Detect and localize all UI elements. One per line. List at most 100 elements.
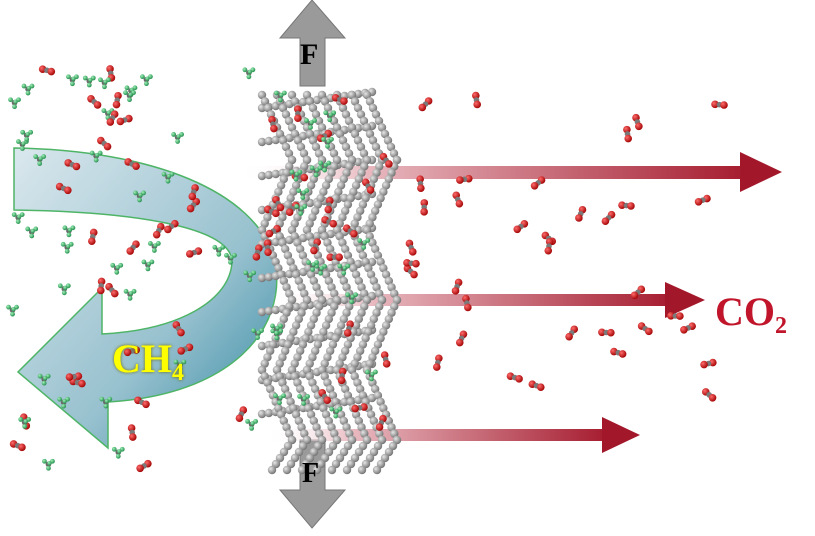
co2-molecule [472, 91, 481, 109]
co2-molecule [96, 277, 106, 295]
co2-molecule [172, 321, 185, 337]
co2-molecule [263, 205, 280, 218]
ch4-label: CH4 [112, 336, 184, 386]
ch4-molecule [140, 74, 153, 87]
co2-molecule [380, 351, 391, 368]
co2-molecule [637, 322, 653, 336]
co2-molecule [680, 322, 696, 334]
ch4-molecule [110, 262, 124, 275]
co2-molecule [601, 210, 616, 225]
co2-molecule [701, 388, 717, 402]
co2-molecule [694, 194, 711, 206]
ch4-molecule [25, 226, 39, 239]
co2-molecule [700, 358, 717, 369]
ch4-molecule [173, 359, 187, 372]
co2-molecule [188, 184, 199, 201]
co2-molecule [134, 396, 150, 409]
co2-molecule [97, 136, 112, 151]
co2-molecule [124, 158, 140, 170]
ch4-molecule [11, 212, 25, 225]
gas-molecules [6, 65, 728, 473]
co2-molecule [418, 97, 433, 112]
co2-molecule [69, 377, 86, 388]
co2-molecule [116, 114, 133, 126]
co2-molecule [632, 113, 643, 131]
co2-molecule [268, 115, 278, 133]
co2-molecule [403, 264, 418, 279]
ch4-molecule [18, 417, 32, 429]
ch4-molecule [21, 83, 35, 96]
ch4-molecule [296, 188, 310, 200]
co2-molecule [112, 91, 122, 109]
ch4-molecule [309, 165, 323, 178]
co2-molecule [451, 278, 463, 295]
co2-molecule [186, 197, 201, 213]
co2-molecule [55, 182, 72, 195]
ch4-molecule [57, 283, 71, 296]
ch4-molecule [306, 260, 320, 272]
ch4-molecule [329, 406, 343, 419]
ch4-molecule [6, 304, 19, 317]
force-label-top: F [300, 38, 319, 71]
co2-molecule [575, 205, 587, 222]
co2-molecule [38, 65, 56, 76]
co2-molecule [375, 414, 387, 431]
co2-molecule [667, 312, 684, 320]
ch4-molecule [8, 97, 21, 110]
force-arrow [278, 0, 347, 529]
co2-molecule [127, 424, 137, 441]
co2-molecule [455, 330, 468, 347]
ch4-molecule [224, 252, 237, 265]
co2-molecule [265, 224, 281, 238]
co2-molecule [235, 406, 248, 423]
ch4-molecule [365, 369, 378, 382]
co2-molecule [87, 94, 102, 109]
co2-molecule [126, 240, 140, 255]
co2-molecule [88, 228, 98, 246]
ch4-molecule [62, 225, 76, 238]
ch4-molecule [82, 75, 96, 88]
co2-molecule [164, 219, 179, 234]
co2-molecule [506, 372, 523, 383]
ch4-molecule [16, 139, 29, 151]
co2-molecule [618, 201, 635, 210]
co2-molecule [106, 65, 116, 82]
co2-molecule [420, 199, 429, 216]
ch4-molecule [273, 393, 286, 406]
ch4-molecule [251, 328, 264, 340]
ch4-molecule [123, 90, 136, 103]
ch4-molecule [37, 373, 51, 386]
ch4-molecule [270, 323, 283, 336]
co2-molecule [106, 110, 119, 126]
co2-label: CO2 [715, 289, 787, 339]
co2-molecule [324, 196, 334, 214]
co2-molecule [318, 388, 332, 405]
ch4-molecule [294, 204, 308, 216]
co2-molecule [530, 176, 546, 190]
co2-molecule [630, 285, 646, 300]
co2-molecule [105, 282, 119, 298]
co2-molecule [403, 259, 420, 268]
ch4-molecule [66, 74, 79, 87]
ch4-molecule [33, 154, 47, 166]
co2-molecule [152, 222, 165, 239]
ch4-molecule [243, 270, 257, 283]
ch4-molecule [133, 190, 146, 203]
ch4-molecule [318, 160, 332, 173]
ch4-molecule [98, 77, 111, 90]
ch4-molecule [89, 150, 103, 163]
ch4-molecule [171, 132, 185, 144]
co2-molecule [452, 191, 464, 208]
co2-molecule [342, 224, 358, 238]
ch4-molecule [357, 238, 371, 250]
co2-molecule [321, 216, 337, 228]
co2-molecule [285, 201, 300, 217]
force-label-bottom: F [302, 458, 320, 489]
co2-molecule [263, 239, 272, 256]
ch4-molecule [60, 241, 74, 254]
co2-molecule [9, 440, 26, 452]
co2-molecule [310, 238, 322, 255]
co2-molecule [252, 244, 263, 261]
co2-molecule [565, 325, 579, 341]
